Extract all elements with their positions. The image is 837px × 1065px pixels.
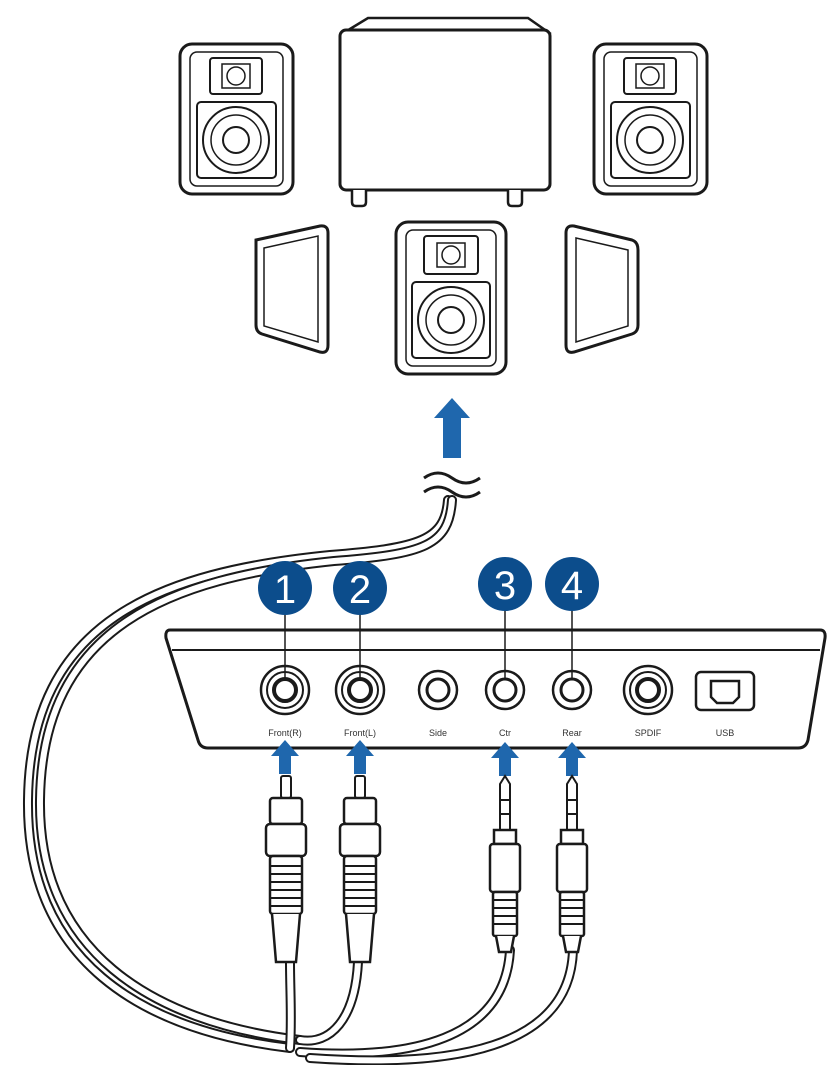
front-left-speaker bbox=[178, 42, 295, 196]
mini-jack-plug-ctr bbox=[488, 774, 522, 954]
badge-2: 2 bbox=[333, 561, 387, 615]
port-label-ctr: Ctr bbox=[499, 728, 511, 738]
badge-4: 4 bbox=[545, 557, 599, 611]
badge-leader-lines bbox=[284, 610, 573, 680]
side-left-speaker bbox=[254, 224, 330, 354]
cable-break-icon bbox=[423, 471, 481, 499]
svg-text:1: 1 bbox=[274, 568, 296, 612]
arrow-rear-icon bbox=[558, 742, 586, 776]
port-label-front-r: Front(R) bbox=[268, 728, 302, 738]
center-speaker bbox=[394, 220, 508, 376]
plug-arrows bbox=[271, 740, 586, 776]
output-arrow bbox=[434, 398, 470, 458]
badge-3: 3 bbox=[478, 557, 532, 611]
front-right-speaker bbox=[592, 42, 709, 196]
arrow-front-l-icon bbox=[346, 740, 374, 774]
badge-1: 1 bbox=[258, 561, 312, 615]
svg-text:4: 4 bbox=[561, 564, 583, 608]
svg-text:3: 3 bbox=[494, 564, 516, 608]
svg-text:2: 2 bbox=[349, 568, 371, 612]
port-side[interactable] bbox=[417, 669, 459, 711]
port-label-side: Side bbox=[429, 728, 447, 738]
rca-plug-front-l bbox=[338, 775, 382, 964]
port-label-front-l: Front(L) bbox=[344, 728, 376, 738]
port-ctr[interactable] bbox=[484, 669, 526, 711]
port-label-spdif: SPDIF bbox=[635, 728, 662, 738]
arrow-front-r-icon bbox=[271, 740, 299, 774]
side-right-speaker bbox=[564, 224, 640, 354]
mini-jack-plug-rear bbox=[555, 774, 589, 954]
port-spdif[interactable] bbox=[622, 664, 674, 716]
subwoofer bbox=[338, 16, 552, 208]
cable-bundle bbox=[22, 495, 578, 1065]
port-label-rear: Rear bbox=[562, 728, 582, 738]
rca-plug-front-r bbox=[264, 775, 308, 964]
port-usb[interactable] bbox=[694, 670, 756, 712]
port-label-usb: USB bbox=[716, 728, 735, 738]
arrow-ctr-icon bbox=[491, 742, 519, 776]
port-front-l[interactable] bbox=[334, 664, 386, 716]
port-front-r[interactable] bbox=[259, 664, 311, 716]
